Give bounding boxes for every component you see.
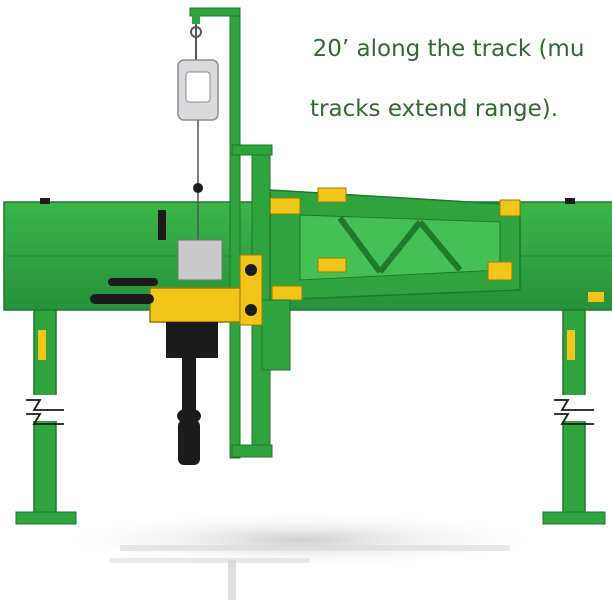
- cable-balancer-icon: [177, 24, 219, 250]
- ground-shadow: [50, 510, 550, 600]
- break-line-icon: [26, 395, 64, 425]
- caption-line-1: 20’ along the track (mu: [312, 36, 585, 62]
- left-leg: [15, 309, 77, 525]
- caption-line-2: tracks extend range).: [310, 96, 559, 122]
- caption-text: 20’ along the track (mu tracks extend ra…: [298, 4, 584, 154]
- break-line-icon: [554, 395, 594, 425]
- articulating-arm: [269, 187, 521, 301]
- tool-head: [90, 210, 263, 465]
- right-leg: [542, 309, 606, 525]
